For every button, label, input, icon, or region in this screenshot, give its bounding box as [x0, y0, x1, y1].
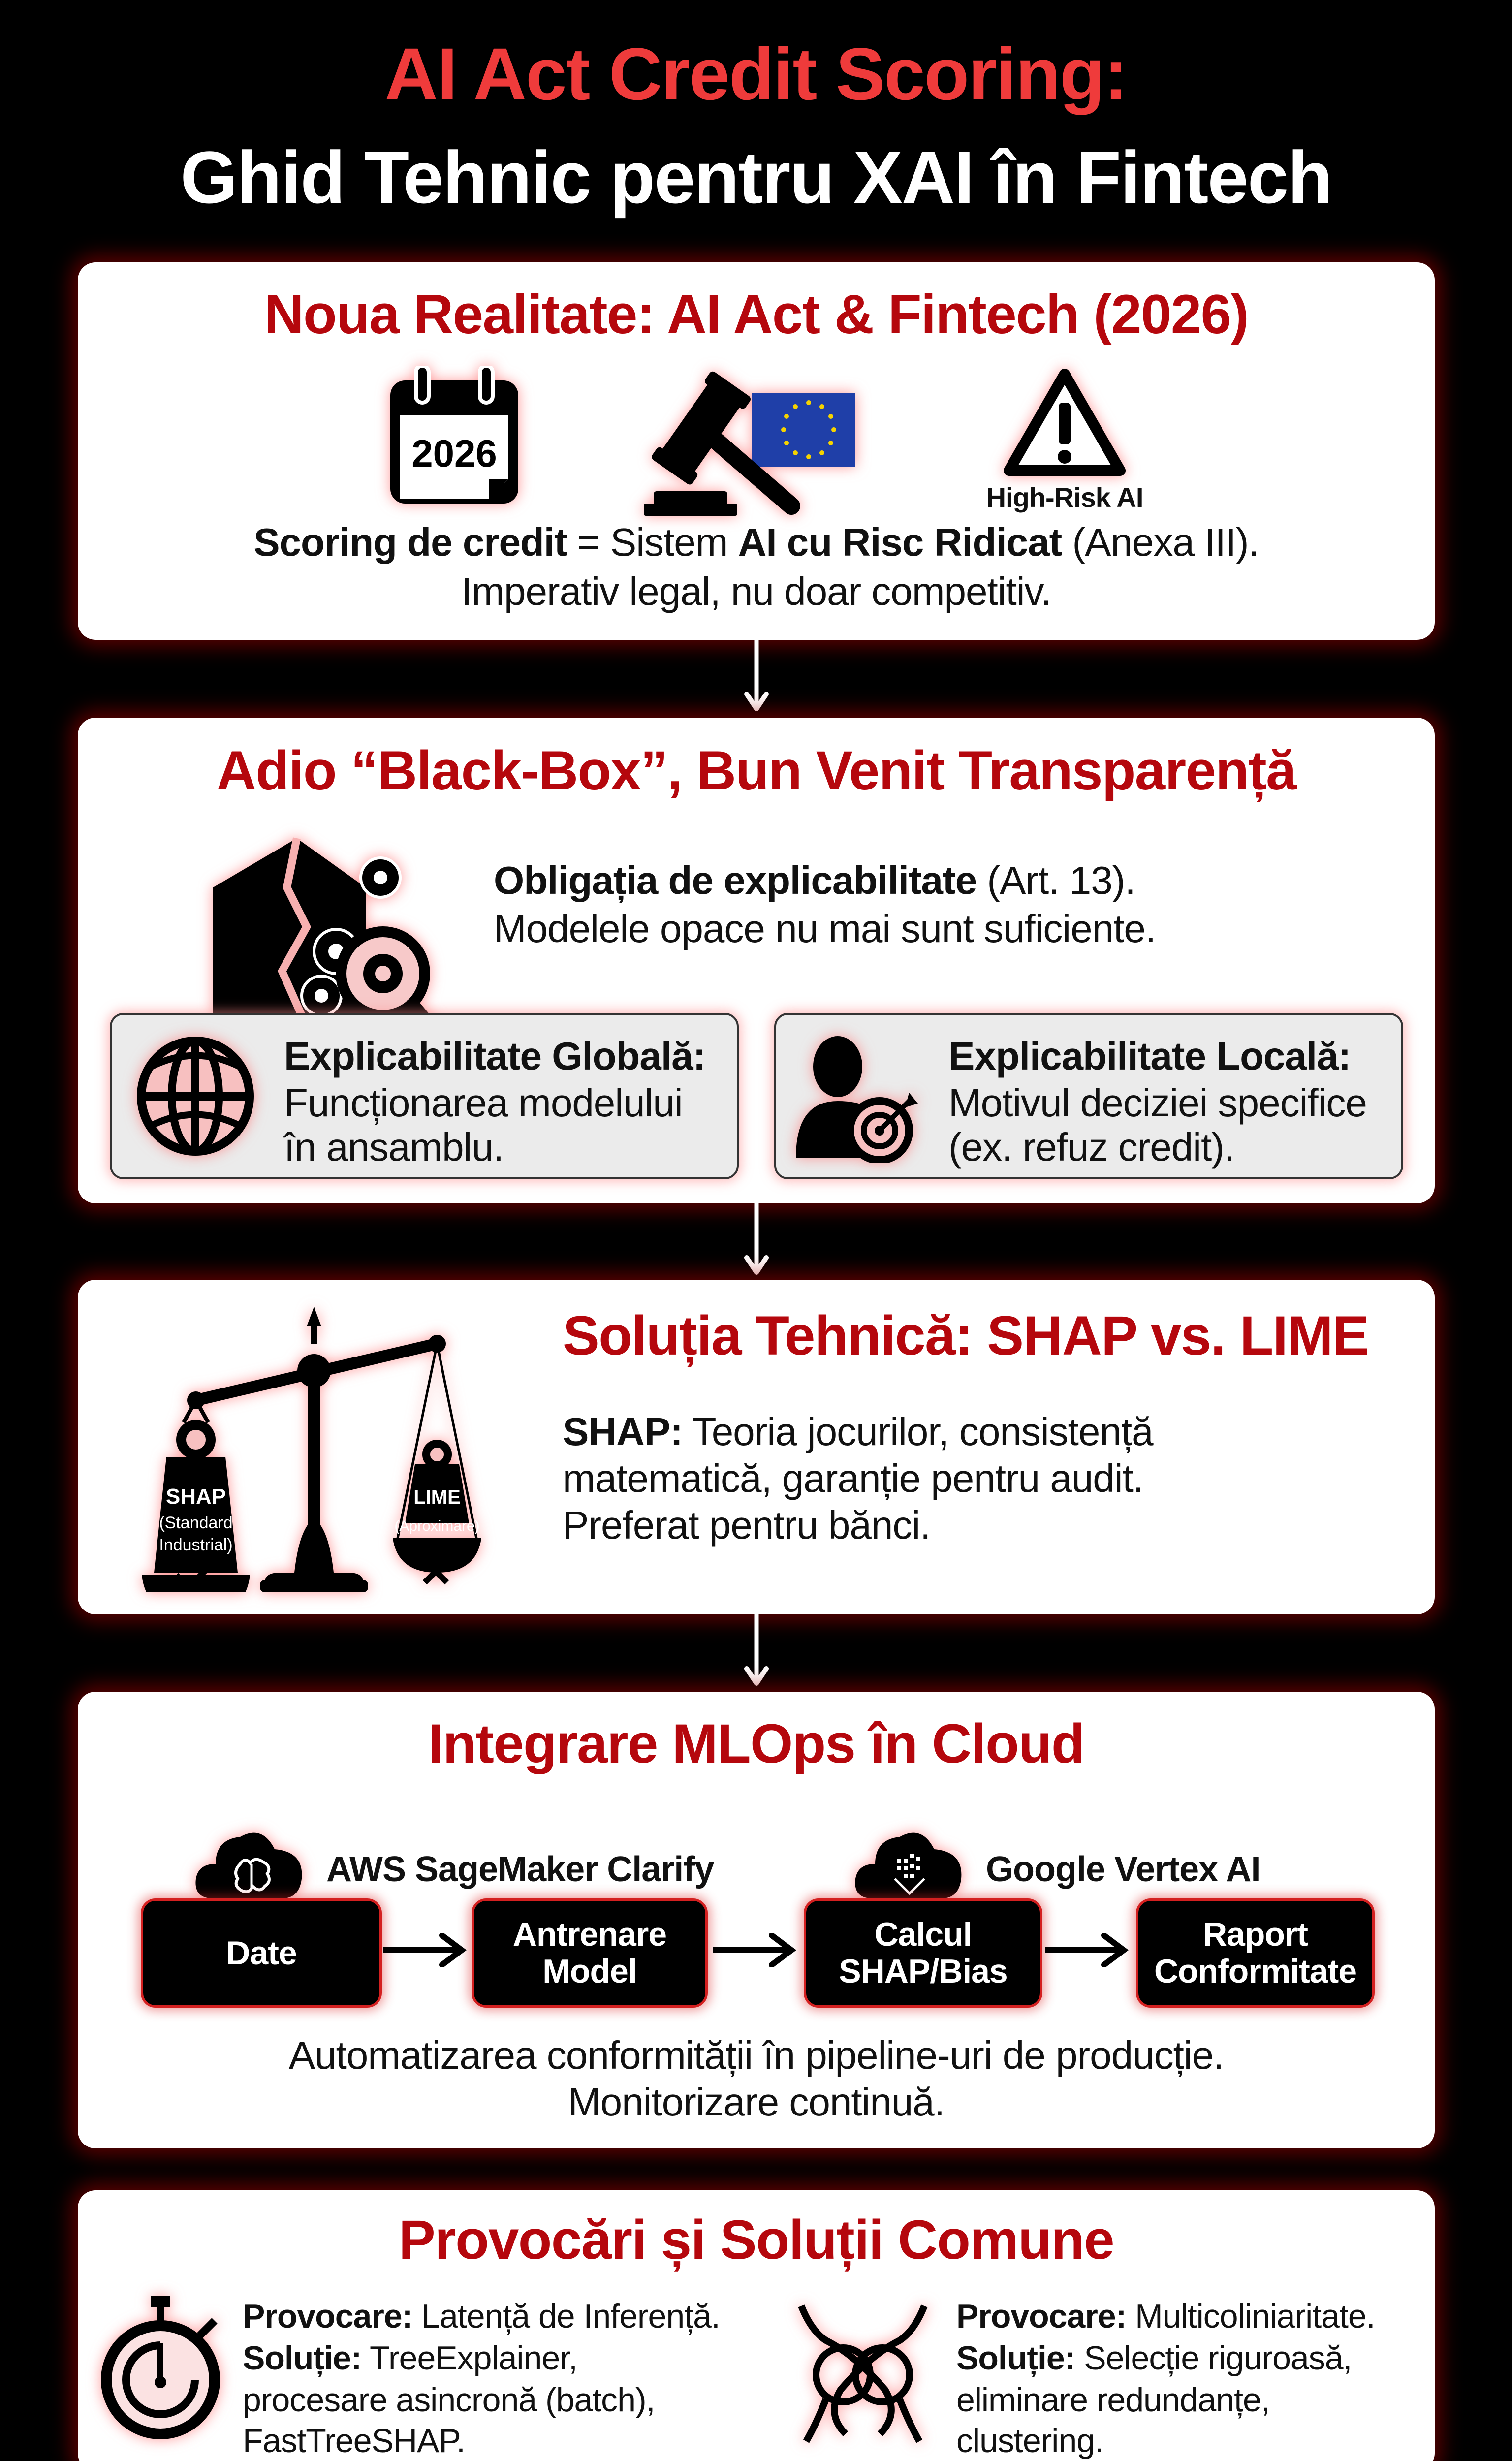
- shap-desc-line3: Preferat pentru bănci.: [563, 1503, 931, 1547]
- globe-icon: [137, 1037, 254, 1156]
- broken-box-gears-magnifier-icon: [213, 837, 462, 1062]
- local-line1: Motivul deciziei specifice: [948, 1081, 1367, 1125]
- local-explainability-box: Explicabilitate Locală: Motivul deciziei…: [774, 1013, 1403, 1179]
- user-target-icon: [796, 1036, 918, 1163]
- balance-scale-icon: SHAP (Standard Industrial) LIME (Aproxim…: [142, 1307, 481, 1592]
- svg-text:SHAP: SHAP: [166, 1484, 226, 1509]
- obligation-line2: Modelele opace nu mai sunt suficiente.: [494, 907, 1156, 950]
- solution-2-line1: Soluție: Selecție riguroasă,: [956, 2339, 1352, 2377]
- section-title: Adio “Black-Box”, Bun Venit Transparență: [217, 740, 1296, 801]
- gavel-eu-flag-icon: [644, 371, 855, 516]
- pipeline-step-date: Date: [141, 1898, 382, 2008]
- section-title: Soluția Tehnică: SHAP vs. LIME: [563, 1305, 1369, 1366]
- challenge-1-text: Provocare: Latență de Inferență.: [243, 2298, 721, 2335]
- card-mlops: Integrare MLOps în Cloud AWS SageMaker C…: [78, 1692, 1435, 2148]
- mlops-footer-line1: Automatizarea conformității în pipeline-…: [288, 2033, 1225, 2077]
- arrow-down-icon: [744, 640, 769, 711]
- solution-2-line2: eliminare redundanțe,: [956, 2381, 1270, 2419]
- checkmark-icon: [174, 1563, 213, 1592]
- main-title-line1: AI Act Credit Scoring:: [384, 32, 1129, 115]
- svg-text:LIME: LIME: [413, 1486, 461, 1508]
- warning-triangle-icon: [1004, 369, 1126, 476]
- local-title: Explicabilitate Locală:: [948, 1034, 1351, 1078]
- solution-2-line3: clustering.: [956, 2422, 1104, 2460]
- tangled-knot-icon: [798, 2304, 928, 2443]
- arrow-right-icon: [1045, 1933, 1129, 1967]
- arrow-right-icon: [383, 1933, 467, 1967]
- reality-line1: Scoring de credit = Sistem AI cu Risc Ri…: [253, 520, 1260, 564]
- calendar-icon: 2026: [390, 366, 518, 504]
- reality-line2: Imperativ legal, nu doar competitiv.: [461, 569, 1052, 613]
- card-challenges: Provocări și Soluții Comune Provocare: L…: [78, 2190, 1435, 2461]
- card-new-reality: Noua Realitate: AI Act & Fintech (2026) …: [78, 262, 1435, 640]
- svg-text:(Standard: (Standard: [159, 1514, 232, 1532]
- global-title: Explicabilitate Globală:: [284, 1034, 706, 1078]
- global-explainability-box: Explicabilitate Globală: Funcționarea mo…: [110, 1013, 739, 1179]
- challenge-2-text: Provocare: Multicoliniaritate.: [956, 2298, 1376, 2335]
- section-title: Integrare MLOps în Cloud: [428, 1713, 1085, 1774]
- shap-desc-line1: SHAP: Teoria jocurilor, consistență: [563, 1410, 1154, 1453]
- arrow-down-icon: [744, 1614, 769, 1686]
- card-technical-solution: SHAP (Standard Industrial) LIME (Aproxim…: [78, 1280, 1435, 1614]
- cloud-brain-icon: [195, 1832, 302, 1898]
- arrow-down-icon: [744, 1203, 769, 1275]
- svg-text:Industrial): Industrial): [159, 1536, 232, 1554]
- stopwatch-icon: [101, 2296, 220, 2439]
- solution-1-line1: Soluție: TreeExplainer,: [243, 2339, 578, 2377]
- section-title: Noua Realitate: AI Act & Fintech (2026): [264, 284, 1249, 345]
- solution-1-line3: FastTreeSHAP.: [243, 2422, 466, 2460]
- google-label: Google Vertex AI: [986, 1850, 1261, 1889]
- x-mark-icon: [422, 1558, 449, 1585]
- card-black-box: Adio “Black-Box”, Bun Venit Transparență…: [78, 718, 1435, 1203]
- main-title-line2: Ghid Tehnic pentru XAI în Fintech: [180, 136, 1333, 219]
- shap-desc-line2: matematică, garanție pentru audit.: [563, 1456, 1144, 1500]
- aws-label: AWS SageMaker Clarify: [326, 1850, 714, 1889]
- svg-text:(Aproximare): (Aproximare): [394, 1518, 479, 1534]
- section-title: Provocări și Soluții Comune: [398, 2209, 1115, 2271]
- global-line1: Funcționarea modelului: [284, 1081, 683, 1125]
- local-line2: (ex. refuz credit).: [948, 1125, 1235, 1169]
- cloud-vertex-icon: [855, 1832, 962, 1898]
- high-risk-caption: High-Risk AI: [986, 482, 1144, 513]
- obligation-text: Obligația de explicabilitate (Art. 13).: [494, 858, 1136, 902]
- solution-1-line2: procesare asincronă (batch),: [243, 2381, 656, 2419]
- global-line2: în ansamblu.: [284, 1125, 504, 1169]
- arrow-right-icon: [713, 1933, 796, 1967]
- mlops-footer-line2: Monitorizare continuă.: [567, 2080, 945, 2124]
- svg-text:2026: 2026: [411, 432, 497, 475]
